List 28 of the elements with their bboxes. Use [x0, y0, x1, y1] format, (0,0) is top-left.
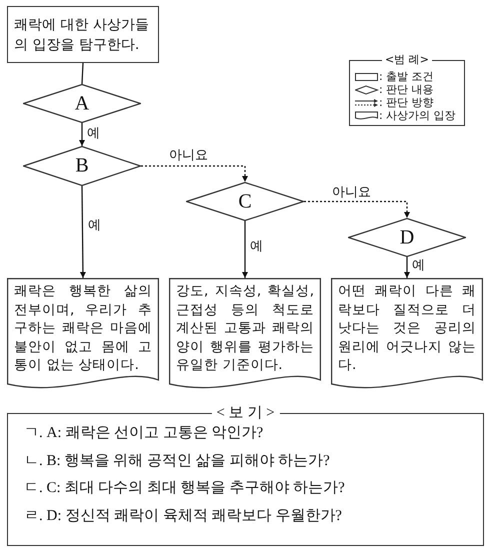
legend-text: : 판단 내용 — [379, 83, 434, 97]
decision-diamond: B — [23, 146, 141, 186]
legend-text: : 출발 조건 — [379, 70, 434, 84]
edge-label: 예 — [411, 259, 426, 273]
question-item: ㄹ. D: 정신적 쾌락이 육체적 쾌락보다 우월한가? — [24, 506, 342, 526]
connector-line — [81, 62, 84, 84]
edge-label: 아니요 — [168, 149, 209, 163]
start-box: 쾌락에 대한 사상가들의 입장을 탐구한다. — [7, 6, 159, 63]
arrow — [141, 165, 248, 182]
decision-diamond: C — [186, 182, 304, 221]
arrow — [404, 257, 410, 278]
edge-label: 예 — [249, 240, 264, 254]
decision-diamond: A — [23, 84, 141, 123]
edge-label: 예 — [87, 219, 102, 233]
edge-label: 아니요 — [331, 186, 372, 200]
arrow — [304, 200, 410, 218]
question-item: ㄷ. C: 최대 다수의 최대 행복을 추구해야 하는가? — [24, 479, 345, 498]
legend-text: : 사상가의 입장 — [379, 109, 456, 123]
question-item: ㄱ. A: 쾌락은 선이고 고통은 악인가? — [24, 424, 264, 443]
decision-diamond: D — [348, 218, 466, 257]
legend-title: <범 례> — [382, 53, 432, 67]
arrow — [242, 221, 248, 278]
legend-text: : 판단 방향 — [379, 96, 434, 110]
edge-label: 예 — [86, 127, 101, 141]
arrow — [79, 123, 85, 146]
question-item: ㄴ. B: 행복을 위해 공적인 삶을 피해야 하는가? — [24, 452, 330, 470]
panel-heading: < 보 기 > — [211, 404, 280, 422]
arrow — [80, 186, 86, 278]
